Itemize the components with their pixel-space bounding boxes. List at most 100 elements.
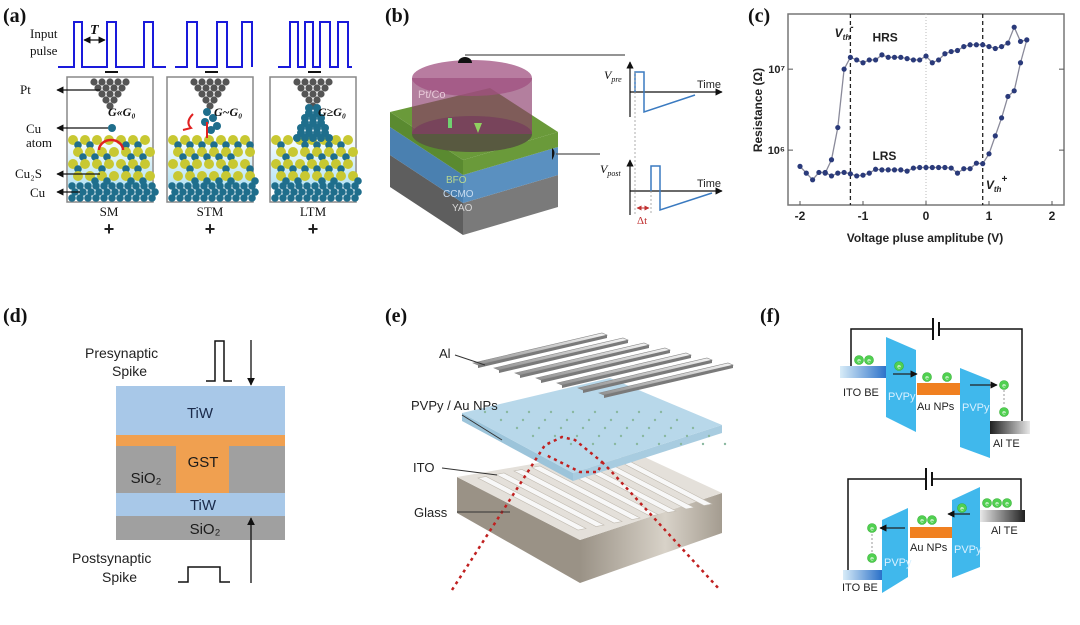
cu-electrode-atom <box>335 182 343 190</box>
cu-atom <box>91 153 99 161</box>
cu-atom <box>313 165 321 173</box>
al-stripe-edge <box>541 350 670 383</box>
pt-atom <box>305 96 313 104</box>
bottom-pvpy-right <box>952 487 980 578</box>
au-nanoparticle <box>619 434 623 438</box>
bottom-tiw-label: TiW <box>190 497 217 514</box>
sio2-substrate-label: SiO₂ <box>190 521 221 538</box>
cu-electrode-atom <box>132 194 140 202</box>
al-leader <box>454 354 486 366</box>
cu-atom <box>91 177 99 185</box>
panel-a: (a) Input pulse T Pt Cu atom Cu₂S Cu G«G… <box>3 5 362 239</box>
data-point <box>904 168 910 174</box>
input-pulse-trains <box>58 21 352 68</box>
cu-atom <box>325 165 333 173</box>
electron-label: e <box>985 501 989 508</box>
electron-icon <box>992 498 1002 508</box>
cu-electrode-atom <box>338 188 346 196</box>
data-point <box>929 164 935 171</box>
pt-atom <box>102 84 110 92</box>
cu-electrode-atom <box>243 188 251 196</box>
sulfur-atom <box>336 171 346 181</box>
cu-electrode-atom <box>108 182 116 190</box>
cu-electrode-atom <box>208 194 216 202</box>
top-au-nps <box>917 383 960 395</box>
vpost-time-label: Time <box>697 178 721 190</box>
state-label-ltm: LTM <box>300 204 327 219</box>
cu-atom <box>134 141 142 149</box>
chart-annotation: HRS <box>872 30 897 44</box>
data-point <box>841 66 847 72</box>
cu-electrode-atom <box>232 182 240 190</box>
data-point <box>898 167 904 173</box>
data-point <box>980 161 986 167</box>
cu-atom <box>330 153 338 161</box>
ito-stripe <box>477 476 587 531</box>
au-nanoparticle <box>637 410 641 414</box>
delta-t-label: Δt <box>637 215 647 227</box>
data-point <box>961 43 967 50</box>
data-point <box>866 170 872 176</box>
cu-electrode-atom <box>343 194 351 202</box>
conductance-ltm: G≥G₀ <box>318 105 346 119</box>
cu-atom <box>134 165 142 173</box>
data-point <box>973 42 980 48</box>
cu-electrode-atom <box>148 194 156 202</box>
cu-atom <box>179 153 187 161</box>
au-nanoparticle <box>553 434 557 438</box>
pt-atom <box>309 78 317 86</box>
y-tick-label: 10⁶ <box>768 145 785 157</box>
cu-atom <box>139 153 147 161</box>
yao-label: YAO <box>452 203 473 214</box>
state-label-sm: SM <box>100 204 119 219</box>
gst-top-strip <box>116 435 285 446</box>
cu-electrode-atom <box>303 194 311 202</box>
cu-electrode-atom <box>200 194 208 202</box>
cu-atom <box>215 153 223 161</box>
ito-label: ITO <box>413 460 434 475</box>
pt-atom <box>122 78 130 86</box>
pt-co-electrode-bottom <box>412 116 532 152</box>
cu-electrode-atom <box>108 194 116 202</box>
au-nanoparticle <box>635 442 639 446</box>
chart-annotation: Vth- <box>835 22 855 42</box>
au-nanoparticle <box>499 418 503 422</box>
polarization-down-arrow <box>474 123 482 133</box>
au-nanoparticle <box>549 410 553 414</box>
x-tick-label: -1 <box>858 209 869 223</box>
cu-electrode-atom <box>232 194 240 202</box>
au-nanoparticle <box>613 442 617 446</box>
pt-atom <box>321 84 329 92</box>
electron-label: e <box>930 518 934 525</box>
cu-electrode-atom <box>208 182 216 190</box>
postsynaptic-label-2: Spike <box>102 569 137 585</box>
au-nanoparticle <box>587 418 591 422</box>
glass-label: Glass <box>414 505 448 520</box>
electron-label: e <box>1002 383 1006 390</box>
conductance-stm: G~G₀ <box>214 105 242 119</box>
cu-electrode-atom <box>290 188 298 196</box>
pvpy-leader <box>461 414 503 441</box>
top-pvpy-right <box>960 368 990 458</box>
sulfur-atom <box>245 147 255 157</box>
data-point <box>860 172 866 178</box>
cu-filament-atom <box>309 134 317 142</box>
data-point <box>904 56 910 62</box>
side-contact <box>552 148 555 160</box>
pt-atom <box>114 78 122 86</box>
pt-atom <box>190 78 198 86</box>
au-nanoparticle <box>723 442 727 446</box>
vpost-waveform <box>650 165 713 212</box>
cu-electrode-atom <box>295 194 303 202</box>
cu-electrode-atom <box>287 182 295 190</box>
yao-layer-side <box>463 175 558 235</box>
cu-atom <box>103 153 111 161</box>
cu-electrode-atom <box>132 182 140 190</box>
cu-electrode-atom <box>279 194 287 202</box>
pt-co-electrode-top <box>412 60 532 96</box>
au-nanoparticle <box>571 410 575 414</box>
data-point <box>1005 93 1011 100</box>
plus-sign-sm: + <box>104 219 115 239</box>
cu-atom <box>277 165 285 173</box>
data-point <box>948 165 954 171</box>
